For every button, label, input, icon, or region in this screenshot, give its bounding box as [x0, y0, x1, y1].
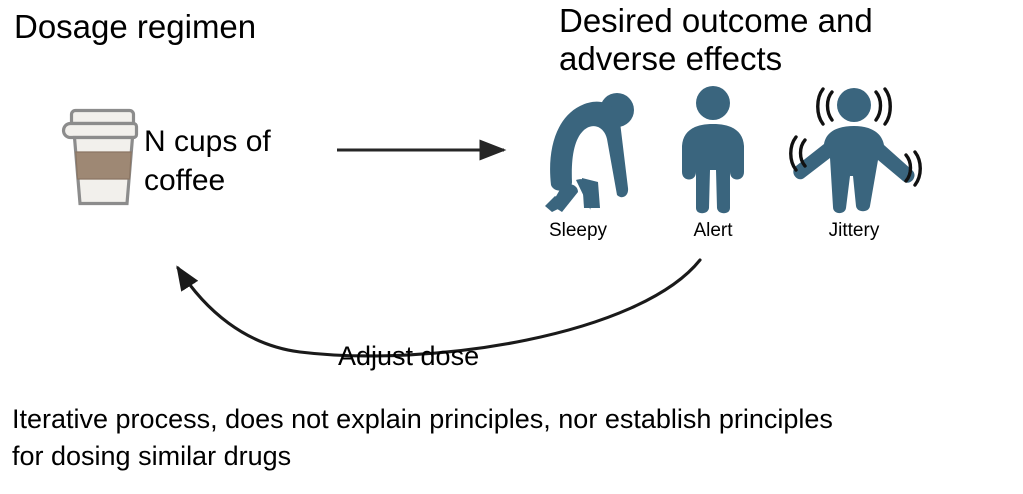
jittery-body	[793, 126, 915, 214]
figure-caption-sleepy: Sleepy	[548, 220, 608, 241]
alert-body	[682, 124, 744, 214]
cup-sleeve	[75, 151, 132, 180]
sleepy-foot-left	[545, 196, 568, 212]
figure-alert-icon	[682, 86, 744, 214]
figure-jittery-icon	[789, 87, 922, 214]
coffee-cup-icon	[61, 108, 139, 206]
alert-head	[696, 86, 730, 120]
cup-label-n-cups-of-coffee: N cups of coffee	[144, 125, 271, 197]
page-title-dosage-regimen: Dosage regimen	[14, 8, 257, 45]
sleepy-leg-front-lower	[582, 178, 600, 208]
jittery-vibration-arcs	[789, 87, 922, 187]
figure-caption-alert: Alert	[693, 220, 733, 241]
figure-sleepy-icon	[545, 93, 634, 212]
arrow-label-adjust-dose: Adjust dose	[338, 341, 480, 371]
arrow-adjust-dose-feedback	[176, 258, 702, 358]
sleepy-torso	[550, 101, 629, 198]
page-title-desired-outcome: Desired outcome and adverse effects	[559, 2, 873, 77]
jittery-head	[837, 88, 871, 122]
figure-caption-jittery: Jittery	[828, 220, 880, 241]
footer-caption: Iterative process, does not explain prin…	[12, 404, 833, 471]
